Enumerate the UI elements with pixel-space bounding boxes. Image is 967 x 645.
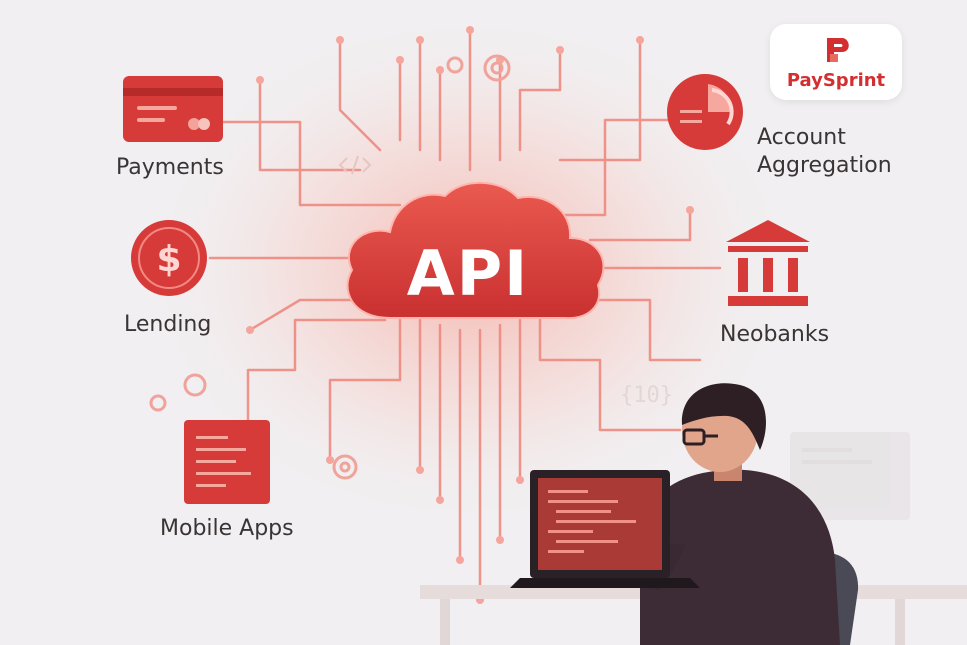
circuit-nodes xyxy=(246,26,694,604)
background-monitor xyxy=(790,432,910,520)
account-aggregation-label-line1: Account xyxy=(757,125,846,150)
account-aggregation-label-line2: Aggregation xyxy=(757,153,892,178)
payments-label: Payments xyxy=(116,155,224,180)
gear-icon xyxy=(149,54,511,480)
cloud-icon xyxy=(346,181,605,320)
code-window-icon xyxy=(184,420,270,504)
lending-label: Lending xyxy=(124,312,212,337)
paysprint-logo: PaySprint xyxy=(770,24,902,100)
paysprint-wordmark: PaySprint xyxy=(786,70,886,91)
svg-text:$: $ xyxy=(156,239,181,280)
paysprint-p-icon xyxy=(827,38,849,62)
mobile-apps-label: Mobile Apps xyxy=(160,516,294,541)
pie-chart-icon xyxy=(667,74,743,150)
neobanks-label: Neobanks xyxy=(720,322,830,347)
circuit-traces xyxy=(208,28,722,602)
bank-icon xyxy=(726,220,810,306)
credit-card-icon xyxy=(123,76,223,142)
dollar-coin-icon: $ xyxy=(131,220,207,296)
api-hub-label: API xyxy=(406,237,530,310)
laptop xyxy=(510,470,700,588)
code-tag-icon xyxy=(338,155,372,175)
code-braces-text: {10} xyxy=(620,383,673,408)
